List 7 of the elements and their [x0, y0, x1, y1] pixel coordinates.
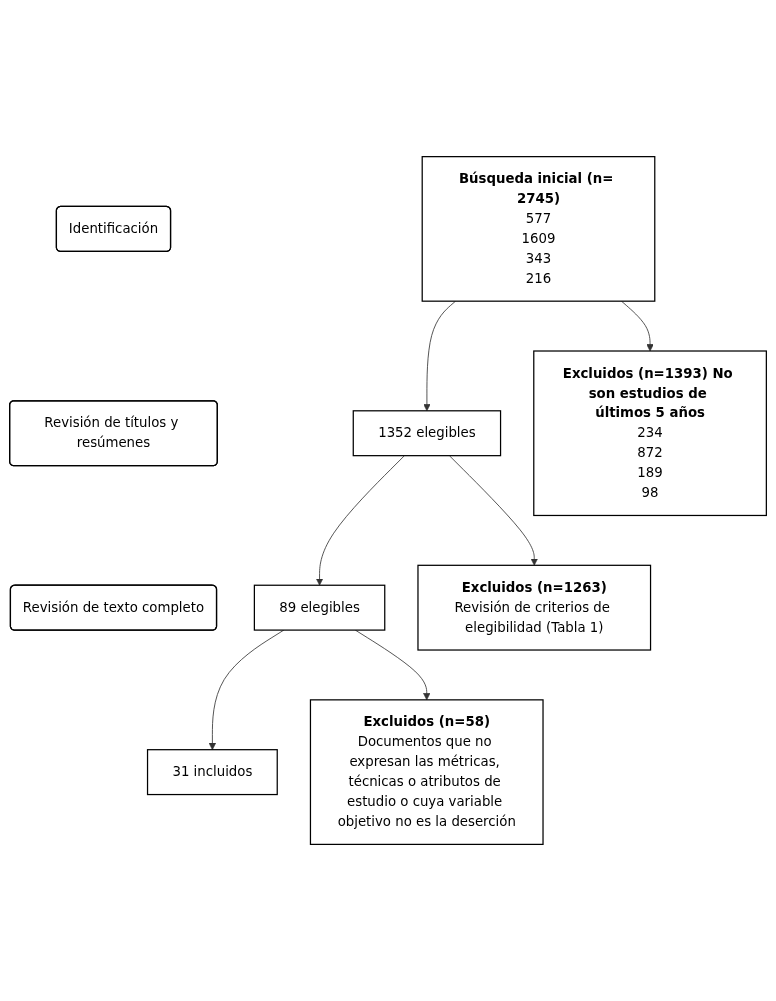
node-box: 31 incluidos	[146, 749, 278, 796]
node-box: 89 elegibles	[253, 584, 386, 631]
node-box: Excluidos (n=1393) No son estudios de últimos 5 años 234 872 189 98	[533, 350, 767, 517]
node-box: Excluidos (n=58) Documentos que no expresan las métricas, técnicas o atributos de estudio o cuya variable objetivo no es la deserción	[309, 699, 544, 845]
node-box: 1352 elegibles	[352, 410, 502, 457]
node-box: Búsqueda inicial (n= 2745) 577 1609 343 216	[421, 156, 656, 302]
node-box: Excluidos (n=1263) Revisión de criterios de elegibilidad (Tabla 1)	[417, 564, 652, 651]
